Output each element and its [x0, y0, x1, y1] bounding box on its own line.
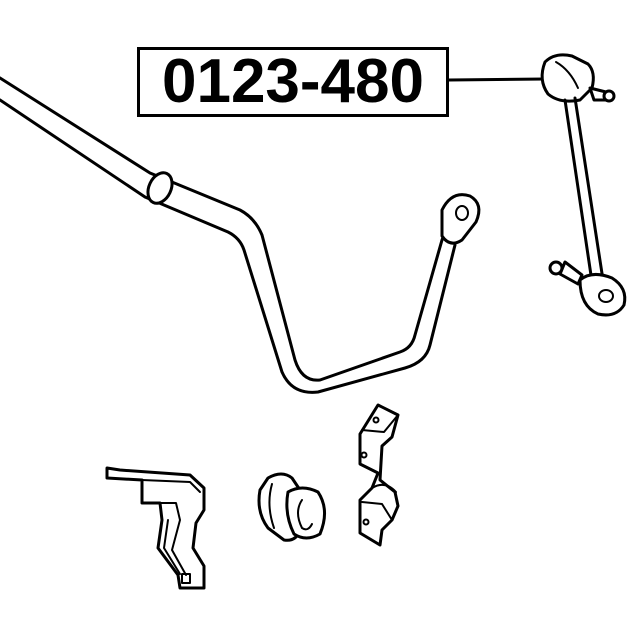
- stabilizer-link: [540, 53, 627, 317]
- bushing-bracket-right: [358, 403, 400, 547]
- stabilizer-bushing: [257, 472, 326, 542]
- bushing-bracket-left: [105, 466, 206, 590]
- stabilizer-bar: [0, 76, 481, 394]
- leader-line: [447, 77, 547, 82]
- part-number-label: 0123-480: [137, 47, 449, 117]
